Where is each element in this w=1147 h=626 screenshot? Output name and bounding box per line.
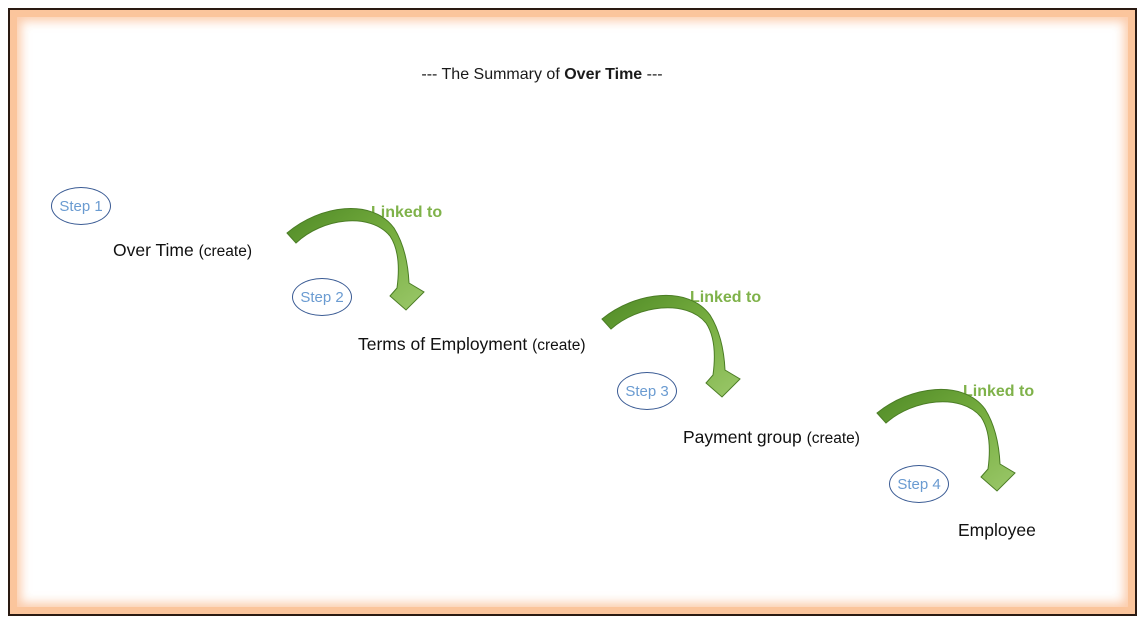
node-payment-group: Payment group (create) [683,427,860,448]
curved-arrow-3 [876,389,1016,492]
title-suffix: --- [642,66,663,83]
node-terms-sub: (create) [532,337,586,354]
link-label-1: Linked to [371,204,443,221]
link-label-3: Linked to [963,383,1035,400]
step-2-badge: Step 2 [292,278,352,316]
node-employee: Employee [958,520,1036,541]
node-terms-name: Terms of Employment [358,334,528,354]
node-payment-sub: (create) [806,430,860,447]
curved-arrow-1 [286,208,425,311]
node-employee-name: Employee [958,520,1036,540]
title-bold: Over Time [564,66,643,83]
node-over-time: Over Time (create) [113,240,252,261]
diagram-frame [8,8,1137,616]
node-payment-name: Payment group [683,427,802,447]
step-4-badge: Step 4 [889,465,949,503]
step-3-badge: Step 3 [617,372,677,410]
diagram-canvas [17,17,1128,607]
node-over-time-name: Over Time [113,240,194,260]
link-label-2: Linked to [690,289,762,306]
node-terms-of-employment: Terms of Employment (create) [358,334,586,355]
node-over-time-sub: (create) [198,243,252,260]
title-prefix: --- The Summary of [421,66,565,83]
curved-arrow-2 [601,295,741,398]
page-title: --- The Summary of Over Time --- [0,66,1084,84]
step-1-badge: Step 1 [51,187,111,225]
